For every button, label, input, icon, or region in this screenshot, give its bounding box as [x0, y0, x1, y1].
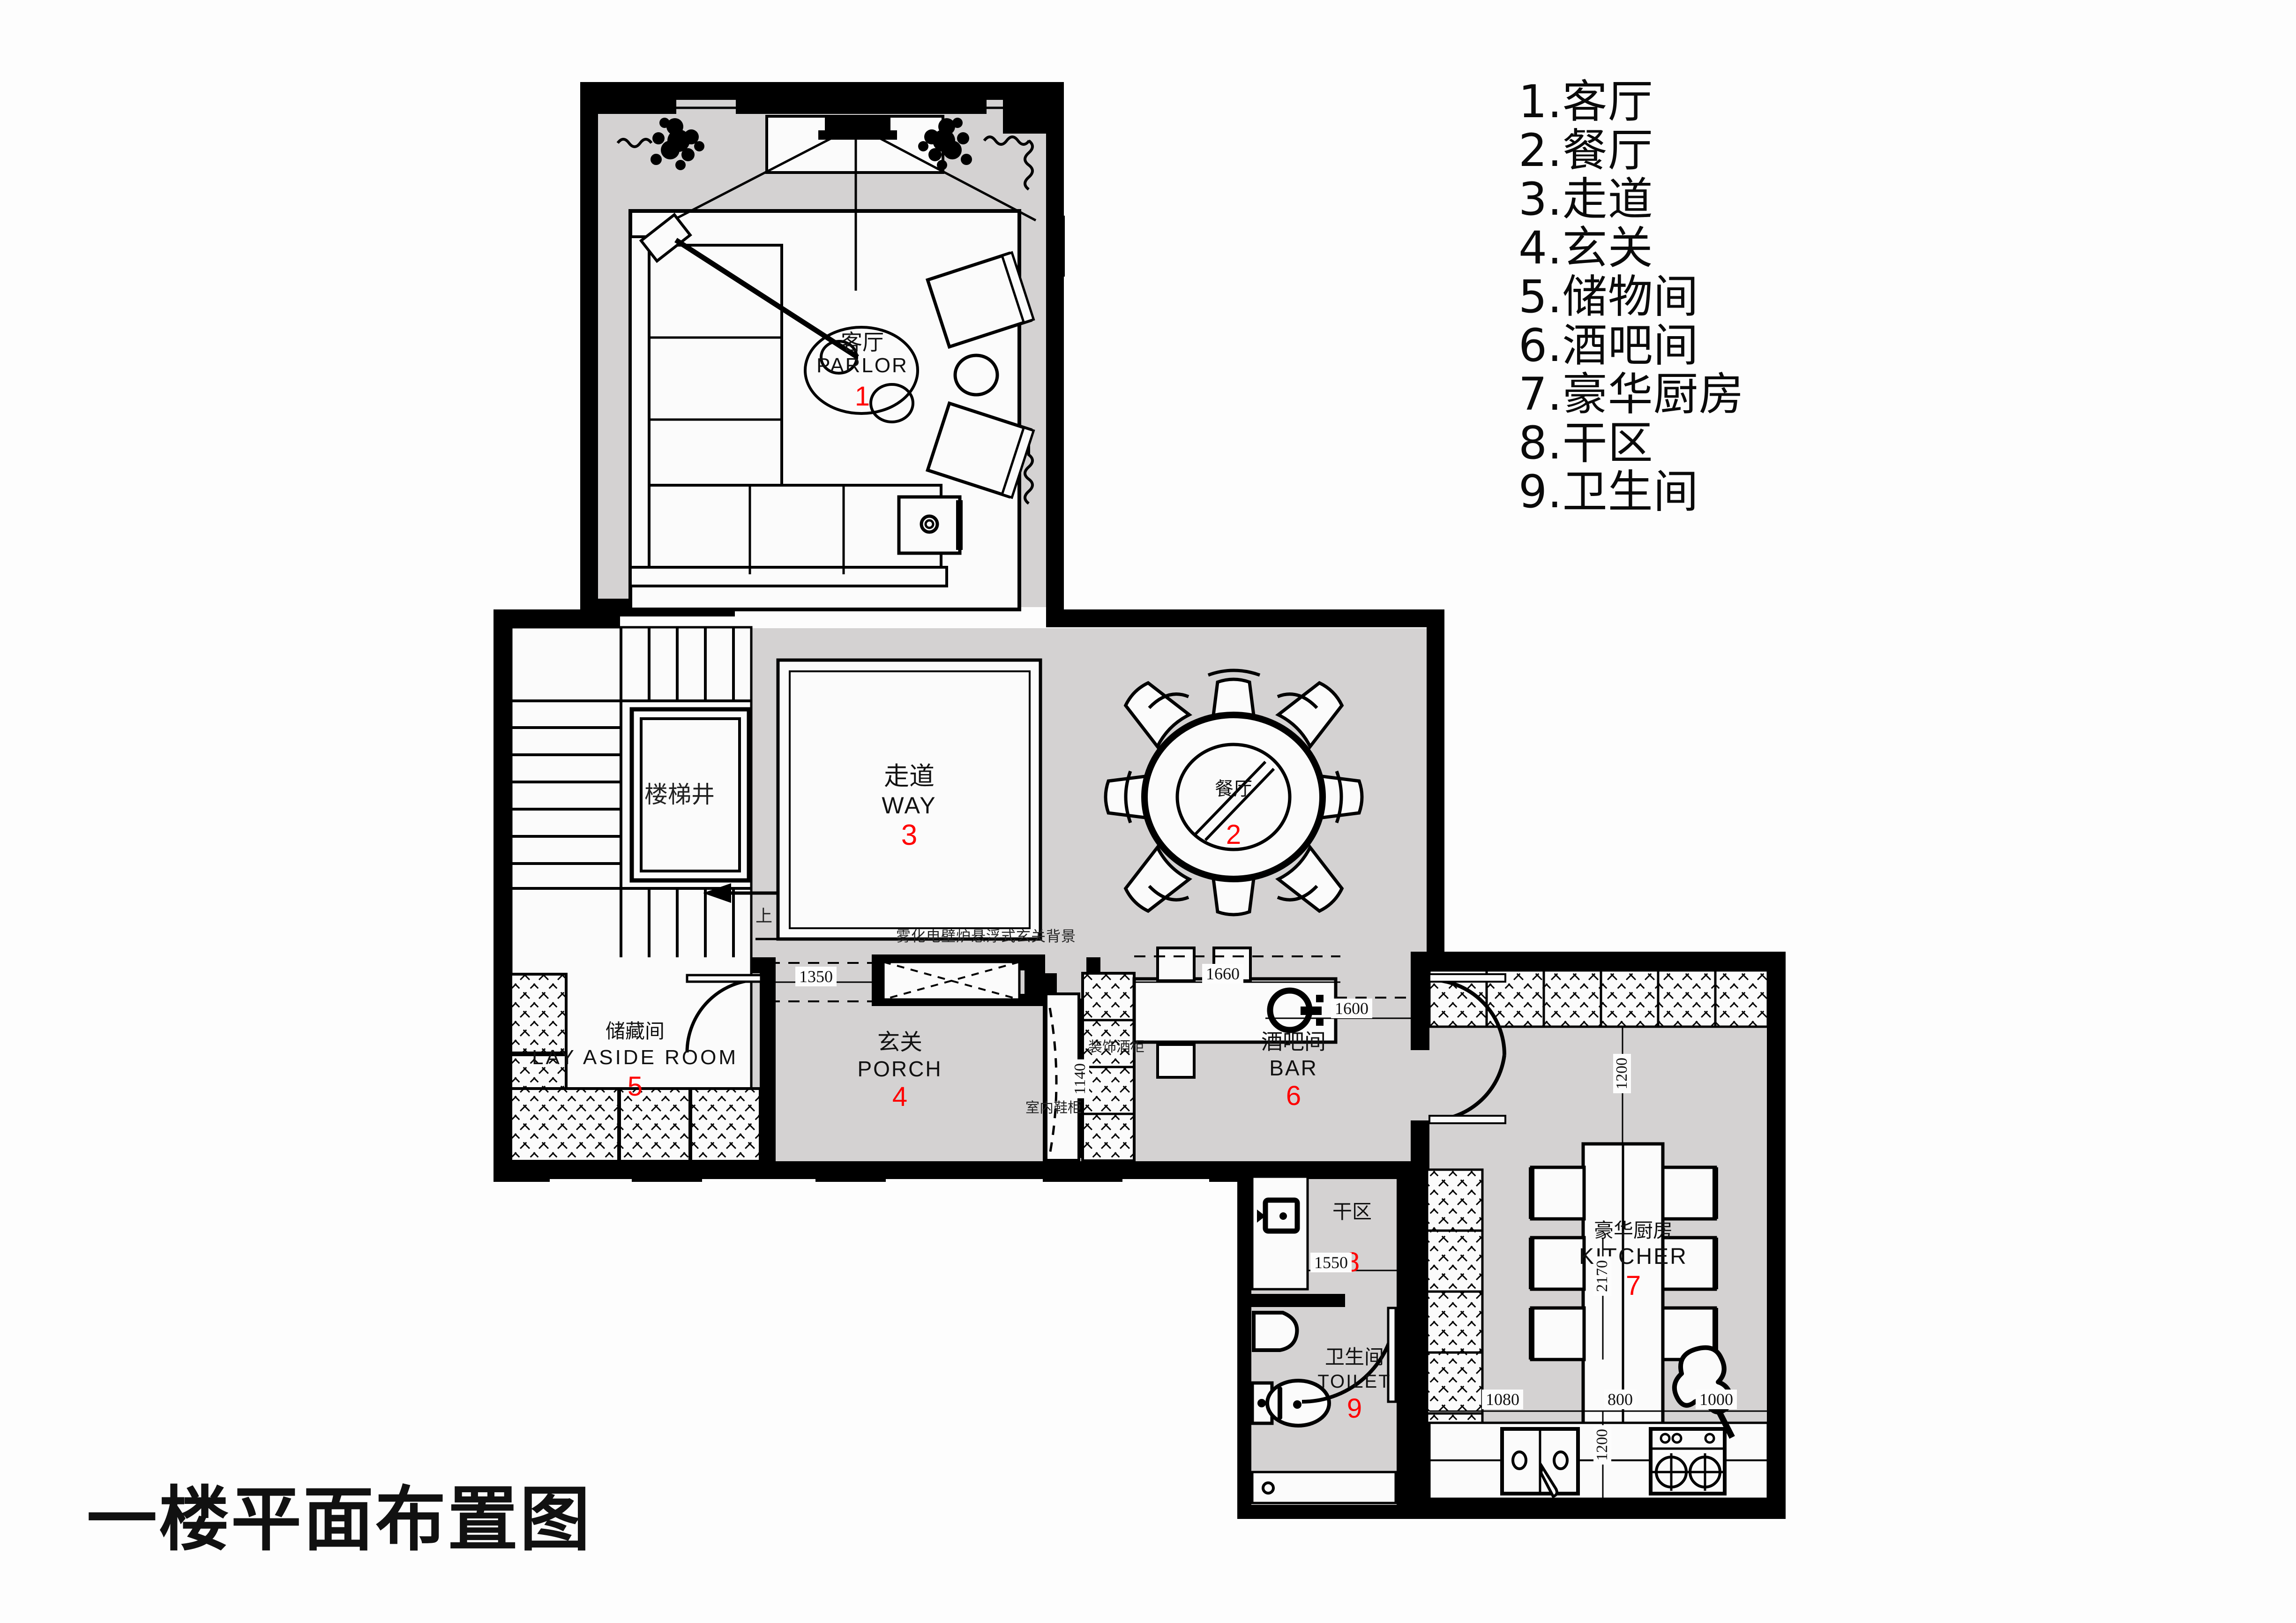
- legend-item-6: 6.酒吧间: [1518, 319, 1699, 372]
- legend-item-2: 2.餐厅: [1518, 124, 1653, 177]
- dimension-1200-upper: 1200: [1613, 1054, 1631, 1093]
- dimension-1600: 1600: [1331, 999, 1372, 1018]
- legend-item-5: 5.储物间: [1518, 270, 1699, 323]
- legend-item-7: 7.豪华厨房: [1518, 368, 1744, 421]
- dimension-1200-lower: 1200: [1593, 1425, 1611, 1465]
- dimension-1000: 1000: [1696, 1390, 1737, 1409]
- legend-list: 1.客厅 2.餐厅 3.走道 4.玄关 5.储物间 6.酒吧间 7.豪华厨房 8…: [1518, 77, 1940, 516]
- dimension-1140: 1140: [1071, 1059, 1089, 1098]
- dining-set: [1104, 669, 1364, 917]
- parlor-furniture: [616, 115, 1037, 611]
- legend-item-3: 3.走道: [1518, 173, 1653, 225]
- legend-item-4: 4.玄关: [1518, 222, 1653, 274]
- dimension-1080: 1080: [1482, 1390, 1523, 1409]
- storage-cabinets: [509, 973, 763, 1163]
- page-title: 一楼平面布置图: [87, 1479, 592, 1561]
- annotation-entry-backdrop: 雾化电壁炉悬浮式玄关背景: [896, 928, 1076, 945]
- dimension-800: 800: [1604, 1390, 1637, 1409]
- dimension-1550: 1550: [1310, 1253, 1352, 1272]
- annotation-wine-cabinet: 装饰酒柜: [1088, 1039, 1144, 1055]
- dimension-1350: 1350: [795, 967, 837, 986]
- windows: [520, 86, 1780, 1498]
- dimension-1660: 1660: [1202, 964, 1243, 984]
- annotation-shoe-cabinet: 室内鞋柜: [1025, 1100, 1082, 1116]
- annotation-up-arrow: 上: [755, 907, 773, 926]
- legend-item-8: 8.干区: [1518, 417, 1653, 469]
- dimension-2170: 2170: [1593, 1256, 1611, 1296]
- dry-area-fixtures: [1251, 1175, 1309, 1291]
- annotation-stairwell: 楼梯井: [644, 781, 715, 808]
- corridor-way: [776, 658, 1042, 941]
- legend-item-1: 1.客厅: [1518, 75, 1653, 128]
- toilet-fixtures: [1250, 1307, 1398, 1504]
- walls: [494, 82, 1786, 1519]
- bar-counter: [1132, 947, 1338, 1079]
- legend-item-9: 9.卫生间: [1518, 466, 1699, 518]
